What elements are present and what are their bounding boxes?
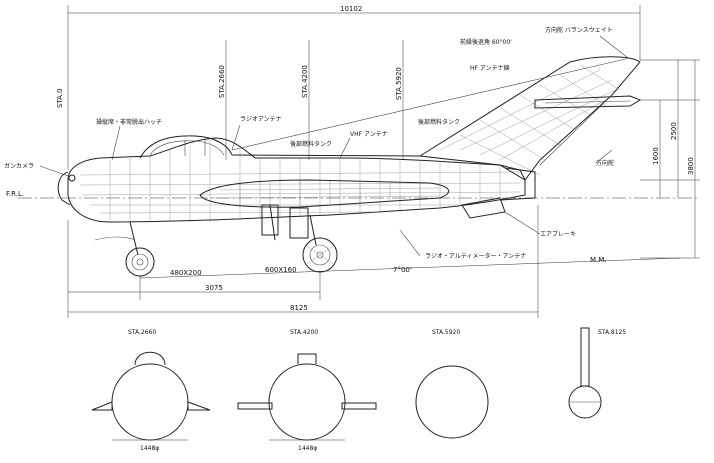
main-wheel-size: 600X160	[265, 266, 297, 274]
section-4200-diameter: 1448φ	[298, 445, 317, 452]
section-2660-label: STA.2660	[128, 329, 156, 336]
callout-fin-tip: 方向舵 バランスウェイト	[545, 26, 613, 34]
frl-label: F.R.L.	[6, 190, 24, 198]
callout-rear-fuel: 後部燃料タンク	[290, 140, 332, 148]
height-1600-label: 1600	[652, 147, 660, 165]
section-5920-label: STA.5920	[432, 329, 460, 336]
callout-rear-fuel-2: 後部燃料タンク	[418, 118, 460, 126]
length-8125-label: 8125	[290, 304, 308, 312]
callout-fin-angle: 前縁後退角 60°00'	[460, 38, 512, 46]
section-5920: STA.5920	[415, 329, 489, 439]
main-gear	[261, 204, 338, 273]
overall-length-label: 10102	[340, 5, 362, 13]
ground-line	[139, 257, 681, 279]
airbrake-panel	[461, 197, 506, 219]
callout-gun-camera: ガンカメラ	[4, 162, 34, 170]
section-2660-diameter: 1448φ	[140, 445, 159, 452]
section-2660: STA.2660 1448φ	[91, 329, 211, 452]
bottom-dimensions: 3075 8125 480X200 600X160 7°00'	[67, 205, 539, 318]
nose-wheel-size: 480X200	[170, 269, 202, 277]
overall-length-dimension: 10102	[67, 5, 641, 170]
section-4200-label: STA.4200	[290, 329, 318, 336]
height-3800-label: 3800	[687, 157, 695, 175]
wing	[199, 179, 450, 208]
station-2660-label: STA.2660	[218, 65, 226, 98]
callouts: ガンカメラ 操縦席・非常脱出ハッチ ラジオアンテナ 後部燃料タンク VHF アン…	[4, 26, 629, 260]
station-4200-label: STA.4200	[301, 65, 309, 98]
mm-label: M.M.	[590, 256, 607, 264]
callout-vhf-antenna: VHF アンテナ	[350, 131, 388, 138]
callout-canopy-hatch: 操縦席・非常脱出ハッチ	[96, 118, 162, 126]
exhaust	[499, 167, 536, 201]
callout-radio-antenna: ラジオアンテナ	[240, 116, 282, 123]
station-0-label: STA.0	[56, 88, 64, 108]
callout-airbrake: エアブレーキ	[540, 230, 576, 238]
section-8125: STA.8125	[568, 327, 626, 419]
station-5920-label: STA.5920	[395, 67, 403, 100]
callout-rudder: 方向舵	[596, 159, 614, 167]
station-lines: STA.0 STA.2660 STA.4200 STA.5920	[56, 40, 404, 160]
height-2500-label: 2500	[670, 122, 678, 140]
section-8125-label: STA.8125	[598, 329, 626, 336]
height-dimensions: 1600 2500 3800	[640, 59, 700, 259]
ground-angle-label: 7°00'	[393, 266, 412, 274]
vertical-tail	[418, 56, 642, 181]
hf-antenna-wire	[231, 57, 631, 151]
callout-hf-antenna: HF アンテナ線	[470, 64, 510, 72]
canopy	[139, 135, 233, 159]
callout-radar: ラジオ・アルティメーター・アンテナ	[425, 252, 526, 260]
nose-gear	[94, 221, 155, 277]
frl-line: F.R.L.	[6, 190, 700, 199]
length-3075-label: 3075	[205, 284, 223, 292]
section-4200: STA.4200 1448φ	[237, 329, 377, 452]
dorsal-spine	[231, 154, 421, 157]
